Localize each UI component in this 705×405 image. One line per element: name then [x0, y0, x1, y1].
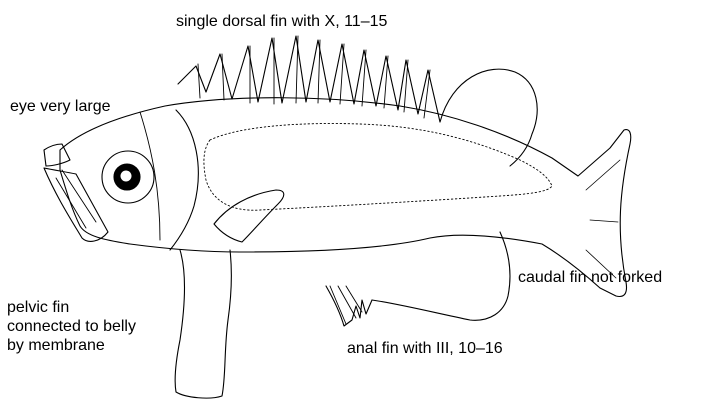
label-pelvic-fin: pelvic fin connected to belly by membran… [7, 298, 136, 355]
fish-body [60, 98, 631, 297]
lateral-line [204, 124, 552, 211]
eye-icon [102, 151, 154, 203]
caudal-rays [586, 160, 620, 278]
spiny-dorsal-fin [178, 36, 440, 122]
label-caudal-fin: caudal fin not forked [518, 268, 662, 287]
pelvic-fin [175, 250, 231, 398]
upper-jaw [44, 144, 70, 166]
label-dorsal-fin: single dorsal fin with X, 11–15 [176, 12, 387, 31]
label-eye: eye very large [10, 97, 111, 116]
label-anal-fin: anal fin with III, 10–16 [347, 339, 503, 358]
label-pelvic-line3: by membrane [7, 336, 136, 355]
label-pelvic-line1: pelvic fin [7, 298, 136, 317]
lower-jaw [44, 168, 108, 241]
label-pelvic-line2: connected to belly [7, 317, 136, 336]
soft-dorsal-fin [440, 69, 537, 166]
pectoral-fin [214, 190, 284, 242]
anal-fin-soft [372, 232, 510, 320]
gill-cover [170, 110, 198, 250]
